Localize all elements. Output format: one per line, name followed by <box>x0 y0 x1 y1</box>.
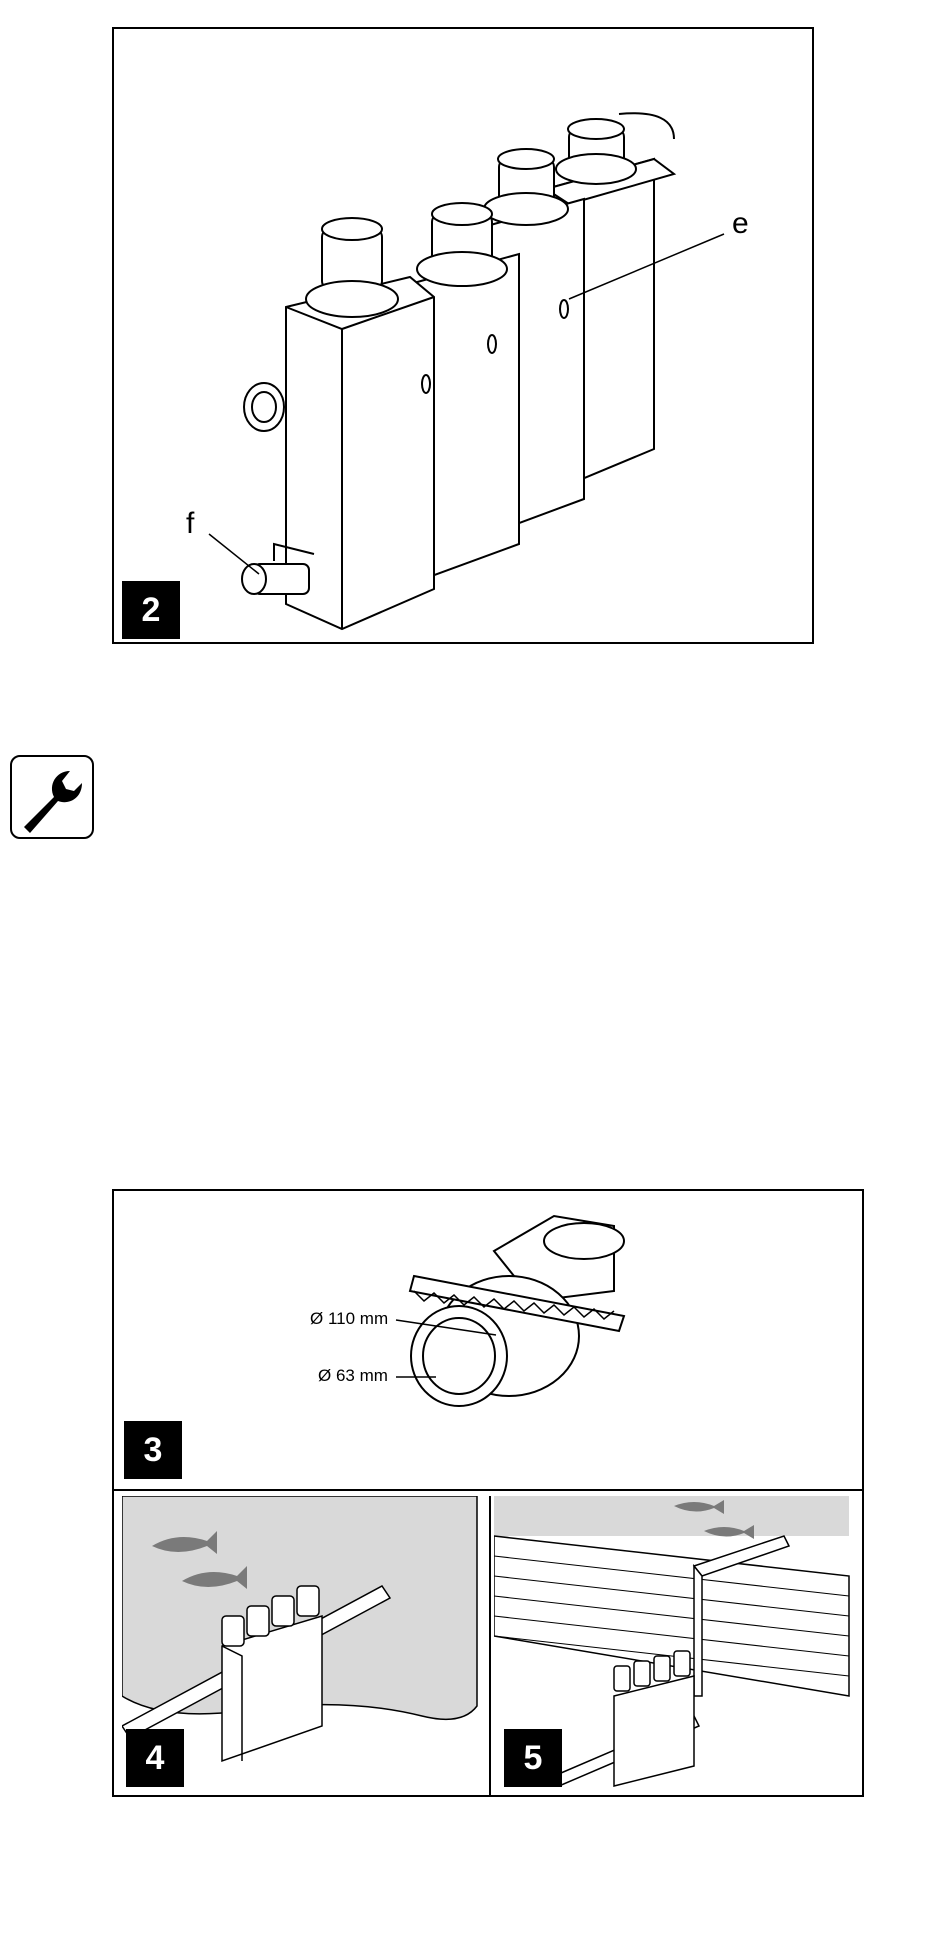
diameter-symbol: Ø <box>310 1309 323 1328</box>
section-divider <box>114 1489 862 1491</box>
dimension-110mm: Ø 110 mm <box>310 1309 388 1329</box>
dimension-110mm-value: 110 mm <box>328 1309 388 1328</box>
figure-2-frame: e f 2 <box>112 27 814 644</box>
figure-number-4: 4 <box>126 1729 184 1787</box>
filter-units-illustration <box>114 29 816 646</box>
wrench-icon <box>10 755 94 839</box>
callout-e: e <box>732 207 749 241</box>
diameter-symbol: Ø <box>318 1366 331 1385</box>
figure-number-3: 3 <box>124 1421 182 1479</box>
figure-3-5-frame: Ø 110 mm Ø 63 mm 3 4 <box>112 1189 864 1797</box>
pipe-cutting-illustration <box>114 1191 866 1491</box>
dimension-63mm-value: 63 mm <box>336 1366 388 1385</box>
figure-number-2: 2 <box>122 581 180 639</box>
dimension-63mm: Ø 63 mm <box>318 1366 388 1386</box>
figure-number-5: 5 <box>504 1729 562 1787</box>
callout-f: f <box>186 507 194 541</box>
wrench-glyph <box>12 757 92 837</box>
